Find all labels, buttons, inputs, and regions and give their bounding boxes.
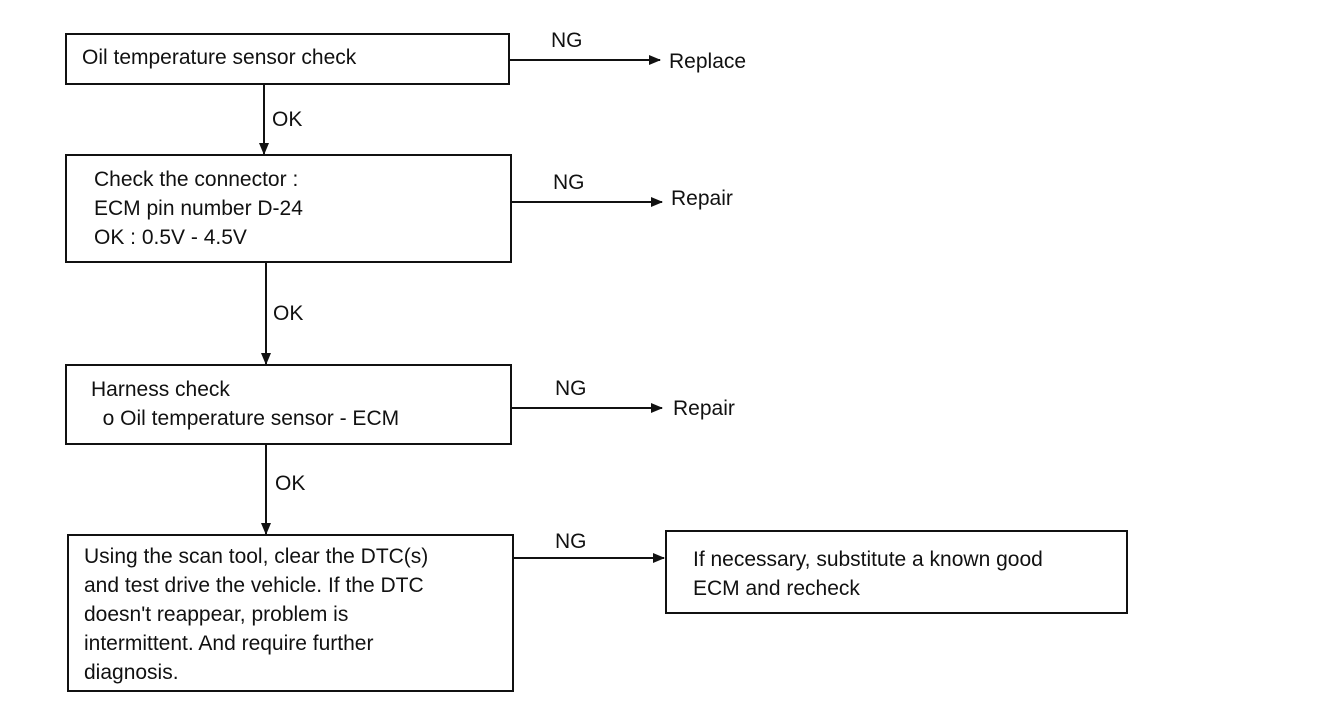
ng-action-repair-1: Repair [671, 187, 733, 210]
ng-label-1: NG [551, 29, 583, 52]
step-2-box: Check the connector : ECM pin number D-2… [65, 154, 512, 263]
ng-action-box: If necessary, substitute a known good EC… [665, 530, 1128, 614]
step-2-line-3: OK : 0.5V - 4.5V [94, 226, 247, 249]
ng-action-replace: Replace [669, 50, 747, 73]
step-2-line-1: Check the connector : [94, 168, 299, 191]
step-4-line-3: doesn't reappear, problem is [84, 603, 349, 626]
ng-label-2: NG [553, 171, 585, 194]
step-4-line-2: and test drive the vehicle. If the DTC [84, 574, 424, 597]
step-3-line-1: Harness check [91, 378, 230, 401]
step-2-line-2: ECM pin number D-24 [94, 197, 303, 220]
ok-label-2: OK [273, 302, 304, 325]
ng-label-4: NG [555, 530, 587, 553]
ng-action-line-2: ECM and recheck [693, 577, 860, 600]
step-3-box: Harness check o Oil temperature sensor -… [65, 364, 512, 445]
ng-action-line-1: If necessary, substitute a known good [693, 548, 1043, 571]
step-1-box: Oil temperature sensor check [65, 33, 510, 85]
step-4-line-4: intermittent. And require further [84, 632, 374, 655]
step-4-line-5: diagnosis. [84, 661, 179, 684]
ng-label-3: NG [555, 377, 587, 400]
ok-label-3: OK [275, 472, 306, 495]
step-3-line-2: o Oil temperature sensor - ECM [91, 407, 400, 430]
step-4-box: Using the scan tool, clear the DTC(s) an… [67, 534, 514, 692]
ng-action-repair-2: Repair [673, 397, 735, 420]
step-4-line-1: Using the scan tool, clear the DTC(s) [84, 545, 429, 568]
ok-label-1: OK [272, 108, 303, 131]
step-1-text: Oil temperature sensor check [82, 46, 357, 69]
